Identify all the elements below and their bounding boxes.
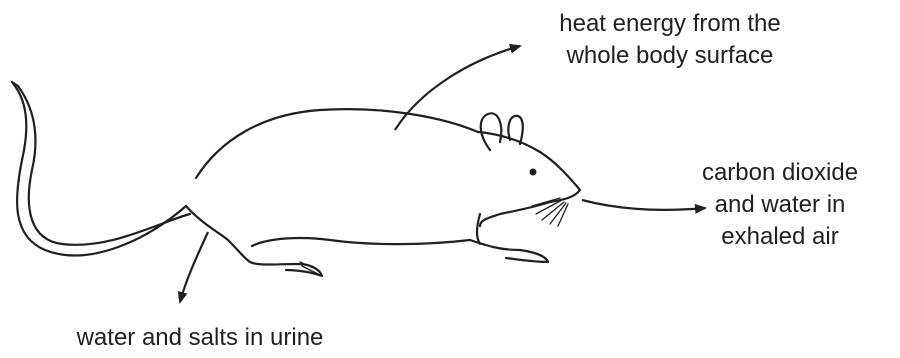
mouse-body-outline	[186, 109, 478, 276]
heat-label-line-2: whole body surface	[520, 40, 820, 72]
urine-label-line-1: water and salts in urine	[0, 322, 400, 354]
heat-label-line-1: heat energy from the	[520, 8, 820, 40]
exhaled-label-line-1: carbon dioxide	[660, 157, 900, 189]
mouse-tail	[12, 82, 190, 255]
heat-arrow	[395, 46, 520, 130]
mouse-belly	[252, 238, 470, 246]
exhaled-label-line-2: and water in	[660, 189, 900, 221]
exhaled-label-line-3: exhaled air	[660, 221, 900, 253]
exhaled-air-label: carbon dioxide and water in exhaled air	[660, 157, 900, 253]
mouse-illustration	[12, 82, 580, 276]
urine-arrow	[180, 232, 208, 302]
mouse-eye	[530, 169, 537, 176]
heat-energy-label: heat energy from the whole body surface	[520, 8, 820, 72]
urine-label: water and salts in urine	[0, 322, 400, 354]
